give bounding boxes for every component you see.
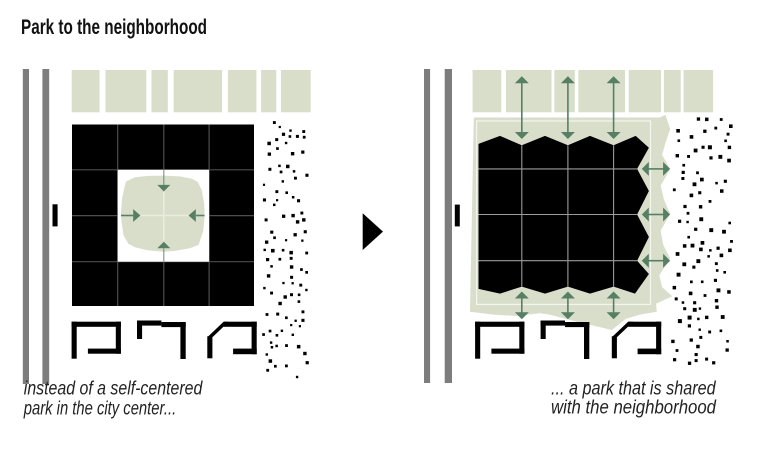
svg-text:instead of a self-centered: instead of a self-centered: [24, 378, 203, 400]
svg-text:... a park that is shared: ... a park that is shared: [551, 378, 717, 400]
svg-text:with the neighborhood: with the neighborhood: [551, 397, 717, 419]
svg-text:park in the city center...: park in the city center...: [23, 398, 176, 420]
svg-text:Park to the neighborhood: Park to the neighborhood: [21, 16, 207, 39]
